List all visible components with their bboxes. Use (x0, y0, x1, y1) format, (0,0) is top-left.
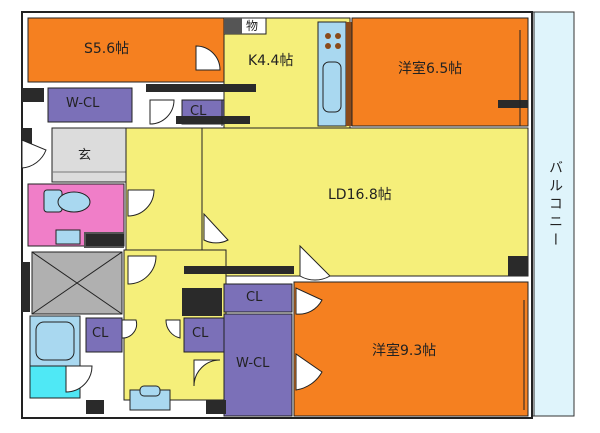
wcl-lower-label: W-CL (236, 356, 270, 371)
balcony-area (533, 11, 575, 417)
cl-lower-left-label: CL (92, 326, 109, 341)
storage-label: 物 (246, 19, 259, 33)
entrance-label: 玄 (78, 148, 92, 163)
living-dining-area (201, 127, 529, 277)
western-room-upper-label: 洋室6.5帖 (398, 61, 463, 77)
cl-lower-mid-label: CL (192, 326, 209, 341)
cl-middle-label: CL (246, 290, 263, 305)
cl-lower-left-room (85, 317, 123, 353)
cl-middle-room (223, 283, 293, 313)
western-room-lower-label: 洋室9.3帖 (372, 343, 437, 359)
wcl-lower-room (223, 313, 293, 417)
entrance-area (51, 127, 127, 183)
kitchen-label: K4.4帖 (248, 53, 294, 69)
wcl-upper-label: W-CL (66, 96, 100, 111)
cl-lower-mid-room (183, 317, 225, 353)
cl-upper-label: CL (190, 104, 207, 119)
hallway-upper (125, 127, 203, 251)
western-room-lower (293, 281, 529, 417)
s-room-label: S5.6帖 (84, 41, 130, 57)
living-dining-label: LD16.8帖 (328, 187, 392, 203)
balcony-label: バルコニー (547, 160, 563, 250)
wcl-upper-room (47, 87, 133, 123)
